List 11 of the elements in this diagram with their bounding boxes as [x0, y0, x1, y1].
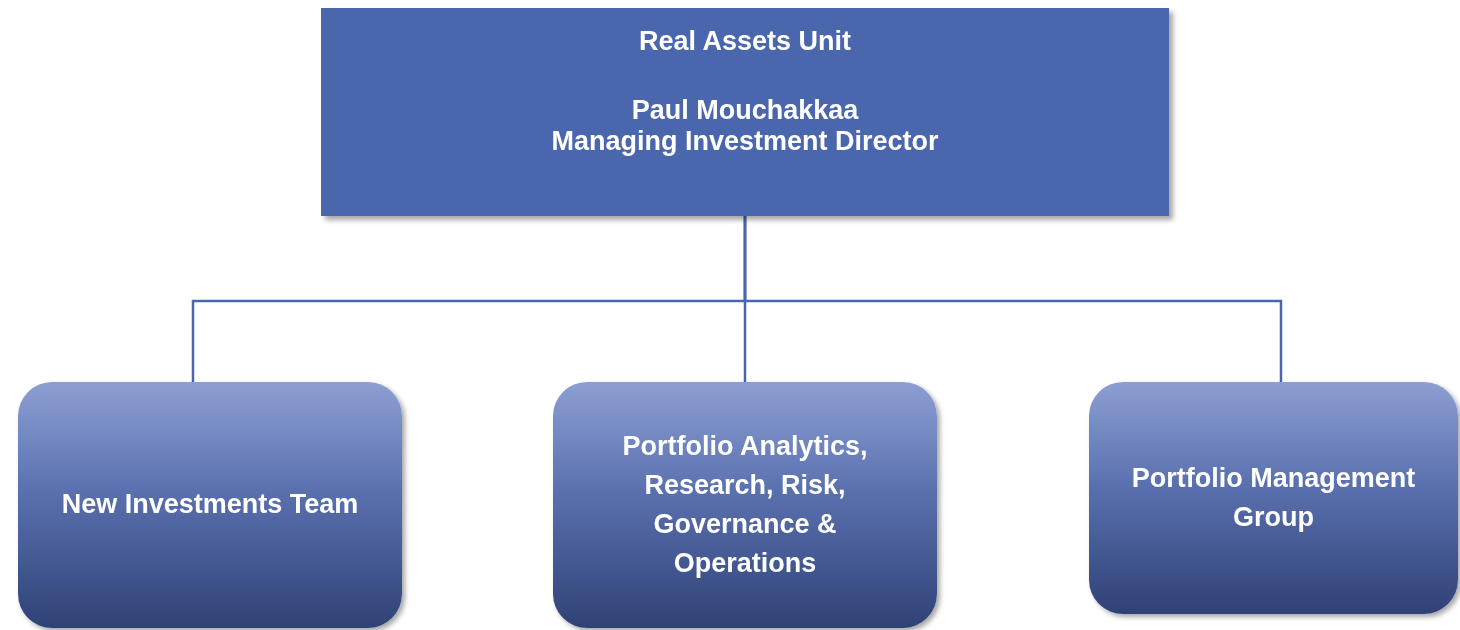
connector-line	[743, 216, 1283, 382]
team-box	[1089, 382, 1458, 614]
team-box	[18, 382, 402, 628]
unit-title: Real Assets Unit	[638, 26, 852, 57]
team-name: Portfolio Management Group	[1130, 461, 1417, 534]
job-title: Managing Investment Director	[551, 126, 939, 157]
team-name: New Investments Team	[61, 488, 359, 522]
person-name: Paul Mouchakkaa	[631, 95, 859, 126]
team-box	[553, 382, 937, 628]
team-name: Portfolio Analytics, Research, Risk, Governance & Operations	[621, 429, 869, 581]
unit-box	[321, 8, 1169, 216]
